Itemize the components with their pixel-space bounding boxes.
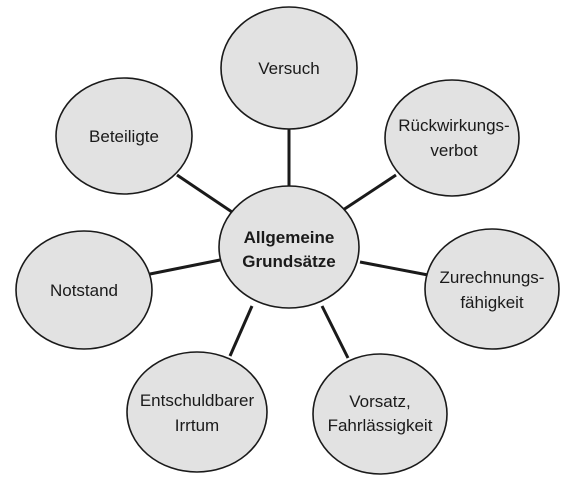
node-entschuldbarer-irrtum-label-line2: Irrtum: [175, 416, 219, 435]
node-vorsatz: Vorsatz, Fahrlässigkeit: [312, 353, 448, 475]
node-rueckwirkungsverbot-label-line1: Rückwirkungs-: [398, 116, 509, 135]
connector-vorsatz: [320, 305, 350, 359]
bubble-notstand: [15, 230, 153, 350]
node-vorsatz-label-line2: Fahrlässigkeit: [328, 416, 433, 435]
connector-notstand: [149, 258, 221, 276]
node-entschuldbarer-irrtum-label-line1: Entschuldbarer: [140, 391, 255, 410]
bubble-entschuldbarer-irrtum: [126, 351, 268, 473]
node-beteiligte-label: Beteiligte: [89, 127, 159, 146]
node-vorsatz-label-line1: Vorsatz,: [349, 392, 410, 411]
bubble-versuch: [220, 6, 358, 130]
connectors: [149, 128, 429, 359]
bubble-zurechnungsfaehigkeit: [424, 228, 560, 350]
center-label-line2: Grundsätze: [242, 252, 336, 271]
bubble-beteiligte: [55, 77, 193, 195]
connector-rueckwirkungsverbot: [342, 173, 397, 212]
bubble-rueckwirkungsverbot: [384, 79, 520, 197]
node-notstand-label: Notstand: [50, 281, 118, 300]
node-rueckwirkungsverbot-label-line2: verbot: [430, 141, 478, 160]
connector-entschuldbarer-irrtum: [228, 305, 254, 357]
node-versuch: Versuch: [220, 6, 358, 130]
node-versuch-label: Versuch: [258, 59, 319, 78]
node-zurechnungsfaehigkeit: Zurechnungs- fähigkeit: [424, 228, 560, 350]
center-label-line1: Allgemeine: [244, 228, 335, 247]
node-notstand: Notstand: [15, 230, 153, 350]
center-bubble: [218, 185, 360, 309]
connector-beteiligte: [176, 173, 233, 214]
center-node: Allgemeine Grundsätze: [218, 185, 360, 309]
node-rueckwirkungsverbot: Rückwirkungs- verbot: [384, 79, 520, 197]
node-entschuldbarer-irrtum: Entschuldbarer Irrtum: [126, 351, 268, 473]
connector-zurechnungsfaehigkeit: [359, 260, 429, 277]
bubble-vorsatz: [312, 353, 448, 475]
node-beteiligte: Beteiligte: [55, 77, 193, 195]
node-zurechnungsfaehigkeit-label-line1: Zurechnungs-: [440, 268, 545, 287]
node-zurechnungsfaehigkeit-label-line2: fähigkeit: [460, 293, 524, 312]
